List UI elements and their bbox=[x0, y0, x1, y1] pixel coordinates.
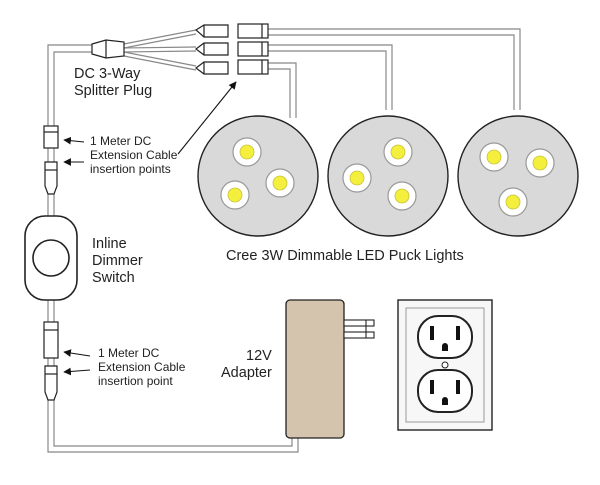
ext-cable-bottom-line-1: 1 Meter DC bbox=[98, 346, 160, 360]
wire-branch-top bbox=[123, 29, 197, 45]
dimmer-label-line-1: Inline bbox=[92, 236, 127, 252]
plug-bot bbox=[195, 61, 229, 75]
led-puck-light-icon-1 bbox=[197, 115, 319, 237]
connector-icon-lower-plug bbox=[44, 365, 58, 401]
wire-left-segment-2 bbox=[47, 192, 55, 218]
arrow-to-upper-socket bbox=[63, 136, 85, 145]
wire-branch-top-2 bbox=[123, 33, 197, 49]
wire-light-1-outer bbox=[268, 62, 297, 118]
ext-cable-top-line-1: 1 Meter DC bbox=[90, 134, 152, 148]
wires bbox=[47, 28, 521, 453]
connector-icon-lower-socket bbox=[43, 321, 59, 359]
wire-bottom-outer bbox=[47, 398, 299, 453]
ext-cable-top-label: 1 Meter DC Extension Cable insertion poi… bbox=[90, 134, 177, 176]
wire-branch-mid-2 bbox=[123, 50, 197, 53]
ext-cable-bottom-line-2: Extension Cable bbox=[98, 360, 186, 374]
wire-splitter-to-left-inner bbox=[53, 51, 94, 128]
ext-cable-bottom-label: 1 Meter DC Extension Cable insertion poi… bbox=[98, 346, 185, 388]
wire-light-1-inner bbox=[268, 68, 291, 118]
plug-mid bbox=[195, 42, 229, 56]
dimmer-switch-icon bbox=[24, 215, 78, 301]
power-adapter-icon bbox=[285, 299, 375, 439]
wire-branch-mid bbox=[123, 46, 197, 49]
plug-top bbox=[194, 24, 229, 38]
wire-light-3-outer bbox=[268, 28, 521, 110]
ext-cable-top-line-2: Extension Cable bbox=[90, 148, 178, 162]
arrow-to-lower-socket bbox=[63, 349, 91, 357]
dimmer-label-line-3: Switch bbox=[92, 270, 135, 286]
light-connectors bbox=[237, 23, 269, 75]
left-cable-connectors bbox=[43, 125, 59, 401]
dimmer-label: Inline Dimmer Switch bbox=[92, 236, 143, 287]
connector-icon-upper-socket bbox=[43, 125, 59, 149]
wall-outlet-icon bbox=[397, 299, 493, 431]
wire-splitter-to-left bbox=[47, 44, 94, 128]
wire-light-3-inner bbox=[268, 34, 515, 110]
arrow-to-lower-plug bbox=[63, 367, 91, 376]
led-puck-light-icon-3 bbox=[457, 115, 579, 237]
splitter-outputs bbox=[194, 24, 229, 75]
adapter-label-line-2: Adapter bbox=[221, 365, 272, 381]
adapter-label-line-1: 12V bbox=[246, 348, 272, 364]
outlet-receptacle-bottom bbox=[417, 369, 473, 413]
outlet-receptacle-top bbox=[417, 315, 473, 359]
wire-light-2-inner bbox=[268, 50, 387, 110]
ext-cable-top-line-3: insertion points bbox=[90, 162, 171, 176]
connector-icon-1 bbox=[237, 23, 269, 39]
ext-cable-bottom-line-3: insertion point bbox=[98, 374, 173, 388]
splitter-plug-icon bbox=[91, 39, 125, 59]
wire-branch-bot-2 bbox=[123, 55, 197, 71]
connector-icon-3 bbox=[237, 59, 269, 75]
wire-bottom-inner bbox=[53, 398, 293, 447]
dimmer-label-line-2: Dimmer bbox=[92, 253, 143, 269]
wire-light-2-outer bbox=[268, 44, 393, 110]
led-puck-light-icon-2 bbox=[327, 115, 449, 237]
splitter-label: DC 3-Way Splitter Plug bbox=[74, 66, 152, 100]
arrow-to-splitter-joint bbox=[177, 81, 237, 155]
connector-icon-2 bbox=[237, 41, 269, 57]
splitter-label-line-2: Splitter Plug bbox=[74, 83, 153, 99]
wire-branch-bot bbox=[123, 51, 197, 67]
splitter-label-line-1: DC 3-Way bbox=[74, 66, 141, 82]
puck-lights-label: Cree 3W Dimmable LED Puck Lights bbox=[226, 248, 464, 265]
connector-icon-upper-plug bbox=[44, 161, 58, 195]
annotation-arrows bbox=[63, 81, 237, 376]
wire-left-segment-1 bbox=[47, 146, 55, 162]
wire-left-segment-3 bbox=[47, 358, 55, 366]
puck-lights-text: Cree 3W Dimmable LED Puck Lights bbox=[226, 248, 464, 264]
adapter-label: 12V Adapter bbox=[220, 348, 272, 382]
wire-dimmer-down bbox=[47, 298, 55, 322]
